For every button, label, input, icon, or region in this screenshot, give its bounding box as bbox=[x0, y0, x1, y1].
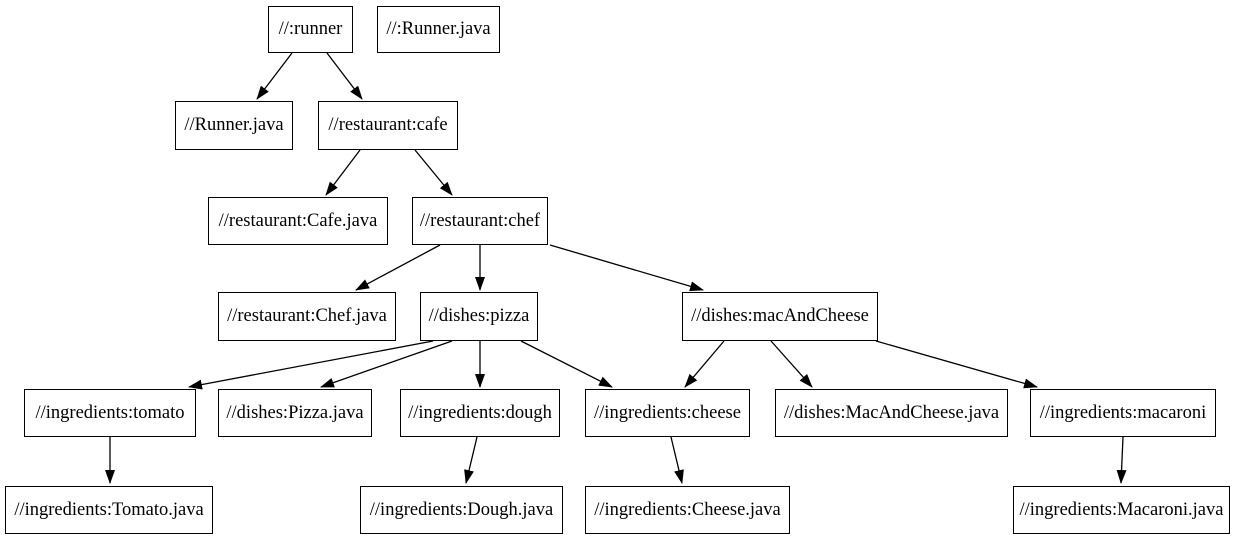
graph-node-macaroni-java: //ingredients:Macaroni.java bbox=[1013, 486, 1230, 534]
graph-node-pizza-java: //dishes:Pizza.java bbox=[218, 389, 372, 437]
graph-edge-macandcheese-to-macandcheese-java bbox=[770, 340, 813, 388]
graph-node-label: //ingredients:Tomato.java bbox=[14, 499, 204, 520]
graph-node-cheese-java: //ingredients:Cheese.java bbox=[585, 486, 790, 534]
graph-node-dough: //ingredients:dough bbox=[400, 389, 560, 437]
graph-edge-cheese-to-cheese-java bbox=[670, 436, 684, 484]
graph-node-label: //restaurant:Cafe.java bbox=[218, 210, 378, 231]
graph-node-dough-java: //ingredients:Dough.java bbox=[360, 486, 563, 534]
graph-node-cheese: //ingredients:cheese bbox=[585, 389, 750, 437]
graph-node-cafe-java: //restaurant:Cafe.java bbox=[208, 197, 388, 245]
graph-edge-macandcheese-to-cheese bbox=[684, 340, 725, 388]
graph-node-label: //ingredients:tomato bbox=[35, 402, 185, 423]
graph-edge-runner-to-runner-java bbox=[256, 52, 293, 100]
graph-node-runner: //:runner bbox=[268, 6, 353, 53]
graph-edge-macandcheese-to-macaroni bbox=[875, 340, 1038, 389]
graph-node-label: //restaurant:chef bbox=[419, 210, 541, 231]
graph-node-tomato-java: //ingredients:Tomato.java bbox=[5, 486, 213, 534]
graph-node-runner-java-src: //:Runner.java bbox=[377, 6, 500, 53]
graph-node-label: //Runner.java bbox=[184, 115, 284, 135]
graph-node-label: //dishes:Pizza.java bbox=[226, 402, 364, 423]
graph-edge-cafe-to-chef bbox=[414, 149, 453, 196]
graph-node-label: //ingredients:dough bbox=[408, 402, 552, 423]
graph-edge-macaroni-to-macaroni-java bbox=[1116, 436, 1127, 484]
graph-node-label: //ingredients:macaroni bbox=[1039, 402, 1207, 423]
graph-node-chef: //restaurant:chef bbox=[412, 197, 548, 245]
graph-node-macandcheese: //dishes:macAndCheese bbox=[682, 292, 878, 341]
graph-node-label: //restaurant:Chef.java bbox=[227, 306, 387, 326]
graph-node-label: //:runner bbox=[278, 19, 343, 39]
graph-node-cafe: //restaurant:cafe bbox=[318, 101, 458, 150]
graph-edge-pizza-to-tomato bbox=[188, 340, 434, 390]
graph-node-label: //dishes:macAndCheese bbox=[691, 306, 869, 326]
graph-edge-pizza-to-cheese bbox=[520, 340, 613, 388]
graph-node-runner-java: //Runner.java bbox=[175, 101, 293, 150]
graph-edge-runner-to-cafe bbox=[326, 52, 363, 100]
graph-edge-cafe-to-cafe-java bbox=[325, 149, 361, 196]
graph-node-label: //ingredients:Macaroni.java bbox=[1019, 499, 1224, 520]
graph-node-label: //dishes:pizza bbox=[428, 306, 530, 326]
graph-node-label: //ingredients:cheese bbox=[594, 402, 741, 423]
graph-edge-dough-to-dough-java bbox=[464, 436, 478, 484]
graph-node-label: //:Runner.java bbox=[386, 19, 491, 39]
graph-node-label: //ingredients:Cheese.java bbox=[594, 499, 781, 520]
graph-node-label: //ingredients:Dough.java bbox=[369, 499, 554, 520]
graph-node-label: //dishes:MacAndCheese.java bbox=[783, 402, 1000, 423]
graph-edge-chef-to-chef-java bbox=[355, 244, 441, 291]
graph-node-macandcheese-java: //dishes:MacAndCheese.java bbox=[775, 389, 1008, 437]
graph-edge-chef-to-macandcheese bbox=[549, 244, 704, 292]
graph-node-macaroni: //ingredients:macaroni bbox=[1030, 389, 1216, 437]
graph-node-label: //restaurant:cafe bbox=[328, 115, 448, 135]
graph-edge-pizza-to-pizza-java bbox=[320, 340, 453, 388]
graph-node-pizza: //dishes:pizza bbox=[420, 292, 538, 341]
graph-node-chef-java: //restaurant:Chef.java bbox=[218, 292, 396, 341]
graph-node-tomato: //ingredients:tomato bbox=[24, 389, 196, 437]
